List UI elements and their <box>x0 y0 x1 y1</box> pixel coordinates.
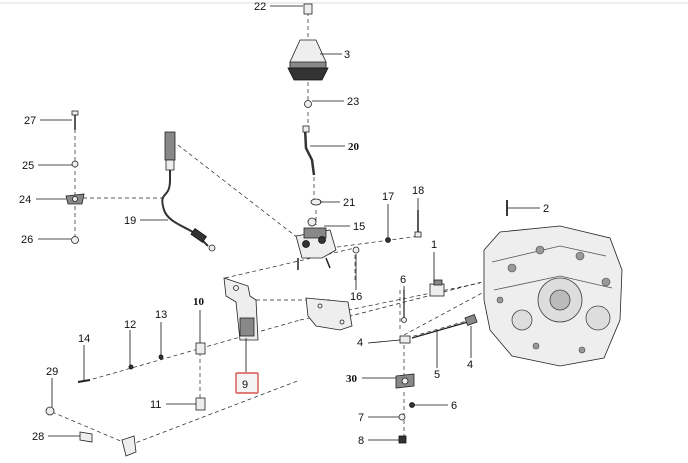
callout-3: 3 <box>344 49 350 61</box>
part-washer-12 <box>128 364 134 370</box>
part-bracket-24 <box>65 193 85 205</box>
part-sensor-4b <box>464 314 478 326</box>
callout-9-highlight <box>235 372 259 394</box>
callout-28: 28 <box>32 431 44 443</box>
callout-14: 14 <box>78 333 90 345</box>
callout-24: 24 <box>19 194 31 206</box>
callout-2: 2 <box>543 203 549 215</box>
callout-29: 29 <box>46 366 58 378</box>
part-rubber-boot <box>287 39 329 81</box>
part-clip-29 <box>45 406 55 416</box>
part-bolt-6b <box>409 402 415 408</box>
callout-9: 9 <box>242 379 248 391</box>
callout-19: 19 <box>124 215 136 227</box>
callout-25: 25 <box>22 160 34 172</box>
part-washer-13 <box>158 354 164 360</box>
callout-30: 30 <box>346 373 358 385</box>
part-transmission-housing <box>483 225 623 367</box>
part-nut-23 <box>304 100 312 108</box>
part-switch-30 <box>395 373 415 389</box>
part-bolt-27 <box>71 110 79 130</box>
callout-20: 20 <box>348 141 360 153</box>
callout-16: 16 <box>350 291 362 303</box>
part-bolt-6a <box>401 290 407 323</box>
callout-18: 18 <box>412 185 424 197</box>
callout-15: 15 <box>353 221 365 233</box>
callout-23: 23 <box>347 96 359 108</box>
leader-lines <box>36 5 540 441</box>
callout-5: 5 <box>434 369 440 381</box>
part-nut-25 <box>71 160 79 168</box>
callout-7: 7 <box>358 412 364 424</box>
callout-13: 13 <box>155 309 167 321</box>
part-shifter-assembly <box>295 217 337 270</box>
callout-12: 12 <box>124 319 136 331</box>
part-connector-4a <box>399 335 411 344</box>
part-spacer-10 <box>195 342 206 355</box>
part-nut-16 <box>352 246 360 254</box>
part-lever-rod <box>302 125 316 176</box>
part-washer-7 <box>398 413 406 421</box>
part-solenoid-1 <box>429 279 445 297</box>
callout-6-lower: 6 <box>451 400 457 412</box>
callout-11: 11 <box>150 399 161 411</box>
part-bolt-17 <box>385 237 391 243</box>
part-shift-cable <box>161 131 216 252</box>
callout-22: 22 <box>254 1 266 13</box>
part-knob-stud <box>303 3 313 15</box>
part-nut-26 <box>71 236 79 244</box>
part-bracket-28 <box>79 431 137 457</box>
callout-17: 17 <box>382 191 394 203</box>
part-screw-18 <box>414 210 422 238</box>
callout-6-upper: 6 <box>400 274 406 286</box>
assembly-lines <box>51 12 491 446</box>
callout-10: 10 <box>193 296 205 308</box>
part-cover-plate <box>305 297 353 331</box>
part-washer-21 <box>310 198 322 206</box>
part-spacer-11 <box>195 397 206 411</box>
part-lever-bracket-9 <box>223 277 259 341</box>
part-pin-14 <box>77 379 91 383</box>
part-nut-8 <box>398 435 407 444</box>
callout-8: 8 <box>358 435 364 447</box>
callout-27: 27 <box>24 115 36 127</box>
callout-1: 1 <box>431 239 437 251</box>
callout-26: 26 <box>21 234 33 246</box>
callout-21: 21 <box>343 197 355 209</box>
part-rod-5 <box>411 321 469 339</box>
callout-4-left: 4 <box>357 337 363 349</box>
callout-4-right: 4 <box>467 359 473 371</box>
callout-labels: 22 3 23 20 21 15 17 18 2 27 25 24 19 26 … <box>19 1 549 447</box>
